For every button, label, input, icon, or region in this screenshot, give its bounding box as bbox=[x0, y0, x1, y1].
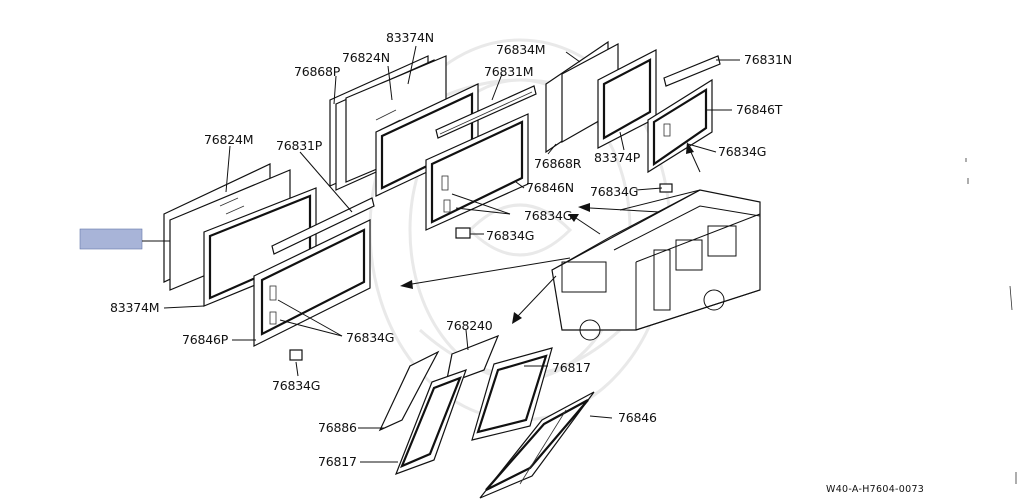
arrows bbox=[400, 142, 701, 324]
seal-76817-rear bbox=[471, 347, 553, 441]
label-76886: 76886 bbox=[318, 420, 357, 435]
frame-76846N bbox=[425, 113, 529, 231]
label-76817-a: 76817 bbox=[552, 360, 591, 375]
frame-76846P bbox=[253, 219, 371, 347]
clip-76834G-left bbox=[289, 349, 303, 361]
label-768240: 768240 bbox=[446, 318, 493, 333]
label-76834G-left-1: 76834G bbox=[346, 330, 394, 345]
seal-76817-front bbox=[394, 369, 467, 476]
label-76834G-left-2: 76834G bbox=[272, 378, 320, 393]
bus-illustration bbox=[551, 189, 761, 341]
label-76868P: 76868P bbox=[294, 64, 341, 79]
label-76834G-center-2: 76834G bbox=[524, 208, 572, 223]
label-83374N: 83374N bbox=[386, 30, 434, 45]
label-83374P: 83374P bbox=[594, 150, 641, 165]
label-76834M: 76834M bbox=[496, 42, 545, 57]
rail-76831M bbox=[435, 85, 537, 139]
label-76846T: 76846T bbox=[736, 102, 783, 117]
rail-76831N bbox=[663, 55, 721, 87]
rail-76831P bbox=[271, 197, 375, 255]
label-83374M: 83374M bbox=[110, 300, 159, 315]
leader-lines bbox=[163, 45, 740, 463]
clip-76834G-center bbox=[455, 227, 471, 239]
label-76868R: 76868R bbox=[534, 156, 582, 171]
label-76846P: 76846P bbox=[182, 332, 229, 347]
label-76817-b: 76817 bbox=[318, 454, 357, 469]
label-76831P: 76831P bbox=[276, 138, 323, 153]
label-76834G-top-right: 76834G bbox=[718, 144, 766, 159]
label-76824M: 76824M bbox=[204, 132, 253, 147]
frame-76846T bbox=[647, 78, 713, 174]
label-76831N: 76831N bbox=[744, 52, 792, 67]
label-76846: 76846 bbox=[618, 410, 657, 425]
label-76824N: 76824N bbox=[342, 50, 390, 65]
reference-code: W40-A-H7604-0073 bbox=[826, 484, 924, 495]
label-76834G-center-3: 76834G bbox=[486, 228, 534, 243]
label-76834G-center-1: 76834G bbox=[590, 184, 638, 199]
frame-76846-bottom bbox=[479, 391, 595, 499]
glass-76886 bbox=[378, 350, 440, 432]
scan-marks bbox=[965, 158, 1017, 484]
highlight-box bbox=[79, 228, 143, 250]
label-76846N: 76846N bbox=[526, 180, 574, 195]
label-76831M: 76831M bbox=[484, 64, 533, 79]
